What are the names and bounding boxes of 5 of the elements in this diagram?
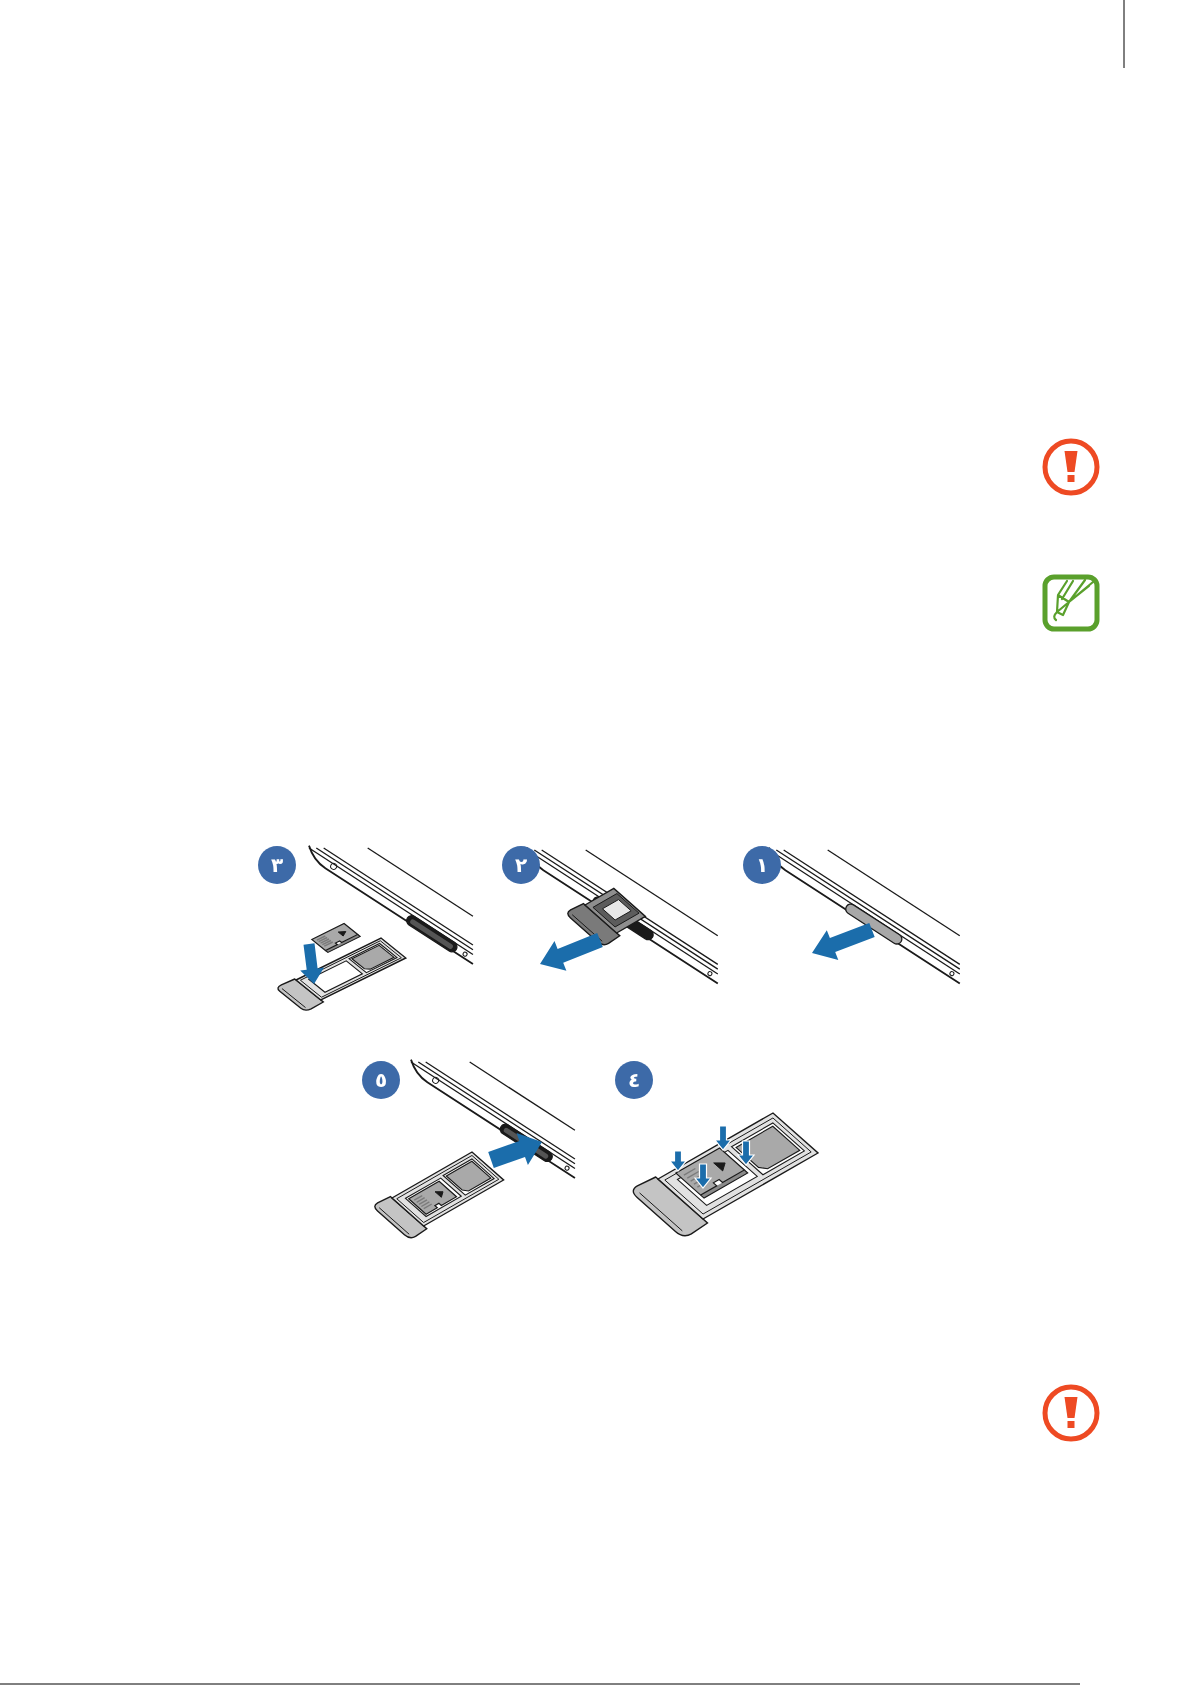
step-number: ٢ bbox=[502, 846, 540, 884]
step-number: ٥ bbox=[362, 1061, 400, 1099]
step-number: ١ bbox=[743, 846, 781, 884]
step-number: ٤ bbox=[615, 1061, 653, 1099]
step-number: ٣ bbox=[258, 846, 296, 884]
